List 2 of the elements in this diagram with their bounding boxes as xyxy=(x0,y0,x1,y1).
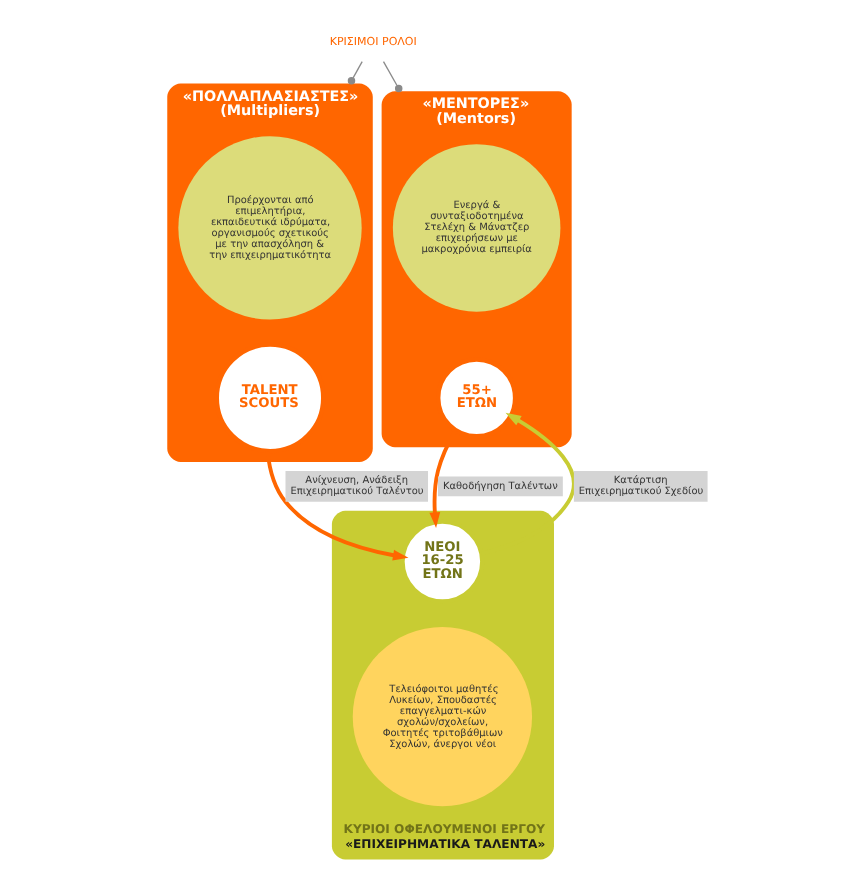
connector xyxy=(346,60,362,85)
connector xyxy=(381,60,402,93)
